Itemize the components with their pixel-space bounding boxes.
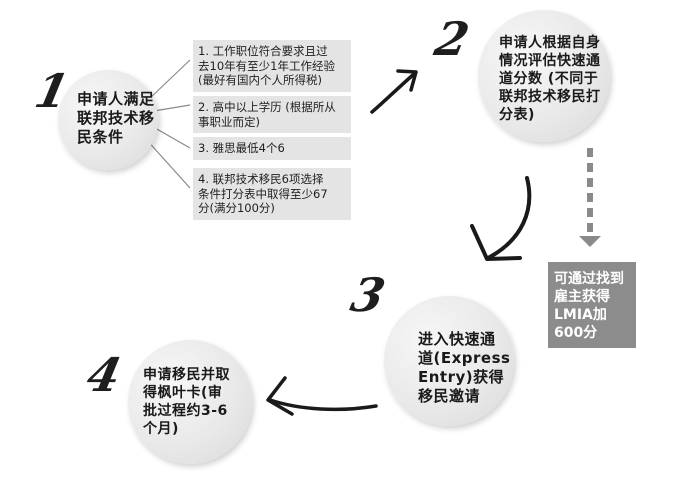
dashed-arrow-to-lmia (579, 148, 601, 247)
arrow-step2-to-step3 (470, 176, 532, 261)
requirement-box-2: 2. 高中以上学历 (根据所从 事职业而定) (193, 96, 351, 133)
step-circle-4 (128, 340, 252, 464)
requirement-box-3: 3. 雅思最低4个6 (193, 137, 351, 160)
arrow-step1-to-step2 (370, 69, 418, 114)
step-text-1: 申请人满足 联邦技术移 民条件 (77, 90, 155, 146)
lmia-note: 可通过找到 雇主获得 LMIA加 600分 (548, 262, 636, 348)
step-circle-2 (478, 10, 610, 142)
step-text-3: 进入快速通 道(Express Entry)获得 移民邀请 (418, 330, 511, 405)
step-text-4: 申请移民并取 得枫叶卡(审 批过程约3-6 个月) (143, 367, 230, 437)
requirement-box-1: 1. 工作职位符合要求且过 去10年有至少1年工作经验 (最好有国内个人所得税) (193, 40, 351, 92)
step-text-2: 申请人根据自身 情况评估快速通 道分数 (不同于 联邦技术移民打 分表) (499, 35, 601, 123)
step-circle-1 (58, 70, 158, 170)
arrow-step3-to-step4 (266, 376, 378, 416)
step-circle-3 (384, 296, 514, 426)
requirement-box-4: 4. 联邦技术移民6项选择 条件打分表中取得至少67 分(满分100分) (193, 168, 351, 220)
